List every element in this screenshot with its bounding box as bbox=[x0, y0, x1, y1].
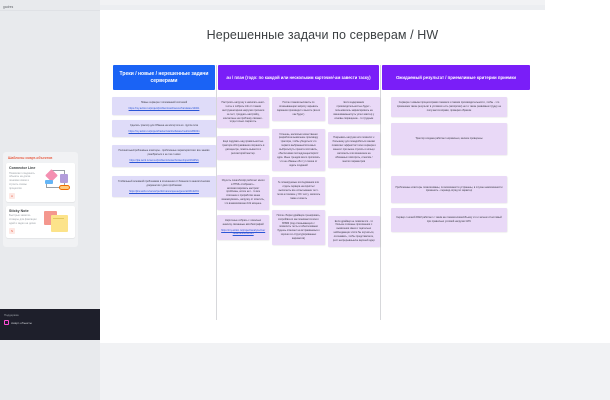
sticky-card[interactable]: Сделать трактор для Обмена на wsmq tvna … bbox=[112, 119, 216, 138]
sticky-card[interactable]: Непонятные/проблемные кластеры - проблем… bbox=[112, 145, 216, 167]
sticky-card[interactable]: Новые сервера с поломанной системой http… bbox=[112, 97, 216, 115]
board-columns: Треки / новые / нерешенные задачи сервер… bbox=[112, 65, 533, 320]
right-gutter bbox=[545, 0, 610, 343]
flowchart-thumb-icon bbox=[42, 166, 72, 192]
template-desc: Быстрые заметки-стикеры для фиксации иде… bbox=[9, 214, 37, 226]
card-text: После планов выложить по отказывающим за… bbox=[276, 101, 321, 116]
template-panel: Шаблоны смарт-объектов Connector Line По… bbox=[3, 152, 78, 247]
column-card-list: Сервера с новыми процессорами показали и… bbox=[381, 97, 531, 232]
board-canvas[interactable]: Нерешенные задачи по серверам / HW Треки… bbox=[100, 10, 545, 343]
sticky-card[interactable]: После сборки драйвера тренировать, второ… bbox=[272, 209, 325, 245]
card-link[interactable]: https://jira.work.ru/server/problem/clus… bbox=[129, 159, 199, 162]
sticky-card[interactable]: Если задержания производительностью буде… bbox=[327, 97, 380, 125]
card-text: Если задержания производительностью буде… bbox=[333, 101, 375, 120]
sticky-card[interactable]: Успеешь, насколько качественно разработк… bbox=[272, 128, 325, 172]
sticky-card[interactable]: Ещё подумать над правильностью трактора … bbox=[217, 136, 270, 160]
footer-item[interactable]: смарт-объекты bbox=[4, 320, 96, 325]
page-title: Нерешенные задачи по серверам / HW bbox=[206, 28, 439, 42]
shell-divider bbox=[0, 10, 100, 11]
card-text: Непонятные/проблемные кластеры - проблем… bbox=[118, 149, 210, 157]
card-text: Глобальный основной проблемами в отношен… bbox=[118, 179, 210, 187]
card-text: Сервера с новыми процессорами показали и… bbox=[396, 101, 502, 112]
card-link[interactable]: https://jira.work.ru/server/performance/… bbox=[129, 189, 199, 193]
sticky-card[interactable]: Трактор создана работает нормально, мелк… bbox=[391, 122, 507, 155]
template-card-text: Connector Line Позволяет соединять объек… bbox=[9, 166, 39, 199]
column-header[interactable]: ач / план (тодо: по каждой или нескольки… bbox=[218, 65, 379, 90]
sticky-card[interactable]: После планов выложить по отказывающим за… bbox=[272, 97, 325, 121]
card-text: Ещё подумать над правильностью трактора … bbox=[222, 140, 265, 155]
sticky-card[interactable]: Если драйвер не появляется - то больше с… bbox=[327, 215, 380, 247]
template-badge: A bbox=[9, 192, 15, 199]
footer-bar: Поддержка смарт-объекты bbox=[0, 309, 100, 340]
card-text: Если драйвер не появляется - то больше с… bbox=[332, 219, 375, 242]
template-name: Connector Line bbox=[9, 166, 36, 170]
card-link[interactable]: https://my.action.ru/project/analyze/ove… bbox=[221, 228, 266, 236]
column-header[interactable]: Треки / новые / нерешенные задачи сервер… bbox=[113, 65, 215, 90]
sticky-card[interactable]: Проблемные кластеры локализованы, по воз… bbox=[391, 175, 507, 204]
card-text: Покрывать нагрузки или позволят к больше… bbox=[331, 136, 376, 163]
template-badge: N bbox=[9, 228, 15, 235]
card-link[interactable]: https://my.action.ru/project/tracker/sta… bbox=[128, 129, 200, 133]
column-header[interactable]: Ожидаемый результат / приемлимые критери… bbox=[382, 65, 530, 90]
card-text: Новые сервера с поломанной системой bbox=[140, 101, 188, 104]
card-link[interactable]: https://my.action.ru/project/problem/car… bbox=[128, 106, 200, 110]
sticky-card[interactable]: Изучить локал/hostip работает много в HT… bbox=[217, 174, 270, 210]
column-subgroup: Если задержания производительностью буде… bbox=[327, 97, 380, 252]
card-text: Проблемные кластеры локализованы, по воз… bbox=[395, 185, 503, 193]
card-text: После сборки драйвера тренировать, второ… bbox=[276, 213, 321, 240]
template-card-sticky-note[interactable]: Sticky Note Быстрые заметки-стикеры для … bbox=[6, 205, 75, 238]
top-gutter bbox=[100, 0, 610, 5]
card-text: Трактор создана работает нормально, мелк… bbox=[415, 136, 483, 140]
sticky-card[interactable]: Сервер с низкой RAM работает с таким же … bbox=[391, 208, 507, 232]
template-card-text: Sticky Note Быстрые заметки-стикеры для … bbox=[9, 208, 39, 235]
bottom-strip bbox=[100, 343, 610, 400]
sticky-card[interactable]: Настроить нагрузку и написать юнит-тесты… bbox=[217, 97, 270, 129]
template-card-connector-line[interactable]: Connector Line Позволяет соединять объек… bbox=[6, 163, 75, 202]
sticky-card[interactable]: Покрывать нагрузки или позволят к больше… bbox=[327, 132, 380, 168]
footer-item-label: смарт-объекты bbox=[11, 320, 32, 325]
column-card-list: Новые сервера с поломанной системой http… bbox=[112, 97, 216, 198]
sticky-card[interactable]: Сервера с новыми процессорами показали и… bbox=[391, 97, 507, 117]
template-name: Sticky Note bbox=[9, 208, 29, 213]
column-card-grid: Настроить нагрузку и написать юнит-тесты… bbox=[217, 97, 380, 252]
footer-title: Поддержка bbox=[4, 313, 19, 317]
sticky-note-thumb-icon bbox=[42, 209, 72, 235]
topbar-label: gadres bbox=[3, 5, 14, 9]
board-column-expected-result: Ожидаемый результат / приемлимые критери… bbox=[381, 65, 531, 320]
template-desc: Позволяет соединять объекты на доске лин… bbox=[9, 171, 35, 191]
card-text: Настроить нагрузку и написать юнит-тесты… bbox=[221, 101, 265, 124]
board-column-tracks: Треки / новые / нерешенные задачи сервер… bbox=[112, 65, 216, 320]
sticky-card[interactable]: Ге планируемые исследования или отдать с… bbox=[272, 177, 325, 205]
column-subgroup: Настроить нагрузку и написать юнит-тесты… bbox=[217, 97, 270, 252]
left-app-shell: gadres Шаблоны смарт-объектов Connector … bbox=[0, 0, 100, 400]
sticky-card[interactable]: Глобальный основной проблемами в отношен… bbox=[112, 175, 216, 198]
card-text: Карточные собрать с локально анализу свя… bbox=[222, 218, 264, 226]
card-text: Сервер с низкой RAM работает с таким же … bbox=[396, 216, 502, 224]
sticky-card[interactable]: Карточные собрать с локально анализу свя… bbox=[217, 214, 270, 241]
board-column-plan: ач / план (тодо: по каждой или нескольки… bbox=[216, 65, 381, 320]
card-text: Сделать трактор для Обмена на wsmq tvna … bbox=[129, 123, 199, 127]
template-panel-title: Шаблоны смарт-объектов bbox=[8, 156, 53, 160]
card-text: Ге планируемые исследования или отдать с… bbox=[276, 181, 321, 200]
card-text: Успеешь, насколько качественно разработк… bbox=[277, 132, 320, 167]
frame-icon bbox=[4, 320, 9, 325]
card-text: Изучить локал/hostip работает много в HT… bbox=[221, 178, 265, 205]
column-subgroup: После планов выложить по отказывающим за… bbox=[272, 97, 325, 252]
